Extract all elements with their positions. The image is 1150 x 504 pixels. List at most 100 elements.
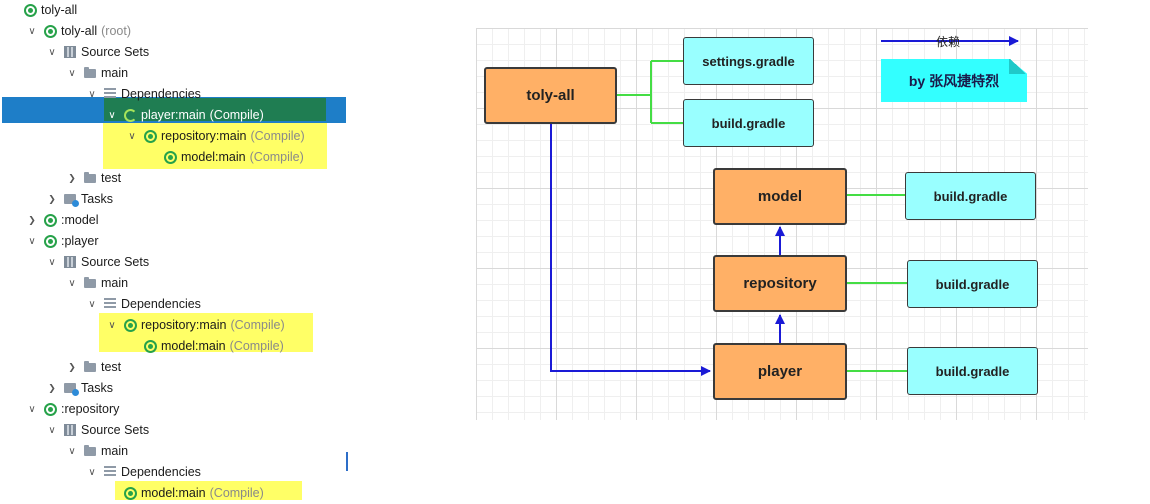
chevron-down-icon[interactable]: ∨ [28,404,36,415]
tree-node-text: main [101,273,128,294]
author-note: by 张风捷特烈 [881,59,1027,102]
tree-node[interactable]: ❯ :model [0,210,350,231]
chevron-down-icon[interactable]: ∨ [68,278,76,289]
gradle-project-tree: toly-all∨toly-all(root)∨Source Sets∨main… [0,0,350,500]
chevron-right-icon[interactable]: ❯ [48,383,56,393]
chevron-down-icon[interactable]: ∨ [108,320,116,331]
tree-node-text: toly-all [41,0,77,21]
tree-node-label: model:main [141,486,206,500]
chevron-down-icon[interactable]: ∨ [88,299,96,310]
tree-node-text: Dependencies [121,462,201,483]
tree-node[interactable]: ∨ main [0,273,350,294]
tree-node-label: Tasks [81,381,113,395]
tree-node[interactable]: ∨Source Sets [0,252,350,273]
node-settings-gradle-label: settings.gradle [702,53,795,69]
gradle-project-icon [44,235,57,248]
chevron-down-icon[interactable]: ∨ [68,446,76,457]
tree-node-label: Dependencies [121,297,201,311]
tree-node[interactable]: ∨ Dependencies [0,462,350,483]
tree-node-text: :model [61,210,99,231]
chevron-down-icon[interactable]: ∨ [88,89,96,100]
tree-node[interactable]: ∨ :repository [0,399,350,420]
link-toly-all-files [617,60,683,124]
tree-node-text: repository:main(Compile) [141,315,285,336]
folder-icon [84,277,96,288]
tree-node[interactable]: ∨ :player [0,231,350,252]
tree-node[interactable]: model:main(Compile) [0,483,350,504]
gradle-project-icon [124,487,137,500]
node-build-gradle-repository: build.gradle [907,260,1038,308]
chevron-down-icon[interactable]: ∨ [48,425,56,436]
tree-node[interactable]: ❯ Tasks [0,378,350,399]
gradle-project-icon [144,130,157,143]
tree-node-text: Source Sets [81,420,149,441]
author-note-text: by 张风捷特烈 [908,72,1000,89]
tree-node[interactable]: ∨toly-all(root) [0,21,350,42]
tree-node-label: test [101,171,122,185]
tree-node-label: repository:main [141,318,227,332]
tree-node[interactable]: toly-all [0,0,350,21]
tree-node[interactable]: model:main(Compile) [0,147,350,168]
tree-node-text: test [101,357,121,378]
note-corner-fold [1009,59,1027,74]
tree-node-text: Source Sets [81,42,149,63]
tree-node-label: toly-all [41,3,78,17]
tree-node-text: model:main(Compile) [141,483,264,504]
chevron-right-icon[interactable]: ❯ [68,173,76,183]
tree-node-label: model:main [161,339,226,353]
tree-node[interactable]: ∨ main [0,63,350,84]
tree-node[interactable]: ∨ Dependencies [0,294,350,315]
tree-node[interactable]: ❯ test [0,357,350,378]
tree-node[interactable]: ❯ test [0,168,350,189]
chevron-right-icon[interactable]: ❯ [28,215,36,225]
chevron-down-icon[interactable]: ∨ [48,47,56,58]
chevron-right-icon[interactable]: ❯ [48,194,56,204]
tree-node[interactable]: ∨ Source Sets [0,420,350,441]
chevron-down-icon[interactable]: ∨ [108,110,116,121]
tree-node-suffix: (Compile) [250,129,305,143]
gradle-project-icon [44,25,57,38]
tree-node-text: model:main(Compile) [181,147,304,168]
tree-node-label: toly-all [61,24,98,38]
chevron-down-icon[interactable]: ∨ [48,257,56,268]
tree-node[interactable]: ∨ Source Sets [0,42,350,63]
tree-node[interactable]: ∨Dependencies [0,84,350,105]
node-build-gradle-repository-label: build.gradle [935,276,1010,292]
source-set-icon [64,256,76,268]
tree-node[interactable]: ∨ player:main(Compile) [0,105,350,126]
tree-node-label: main [101,66,129,80]
node-player-label: player [757,363,803,380]
chevron-down-icon[interactable]: ∨ [128,131,136,142]
tree-node-text: Dependencies [121,294,201,315]
tree-node-label: main [101,444,129,458]
node-build-gradle-root-label: build.gradle [711,115,786,131]
node-repository-label: repository [743,275,817,292]
tree-node-label: :player [61,234,99,248]
tree-node[interactable]: model:main(Compile) [0,336,350,357]
gradle-project-icon [124,319,137,332]
node-build-gradle-player-label: build.gradle [935,363,1010,379]
gradle-project-icon [164,151,177,164]
chevron-down-icon[interactable]: ∨ [28,26,36,37]
tree-node-suffix: (Compile) [249,150,304,164]
tree-node[interactable]: ❯ Tasks [0,189,350,210]
tree-node-label: Dependencies [121,465,201,479]
tree-node-text: Tasks [81,189,113,210]
tree-node-text: player:main(Compile) [141,105,264,126]
chevron-down-icon[interactable]: ∨ [28,236,36,247]
tree-node[interactable]: ∨ main [0,441,350,462]
chevron-down-icon[interactable]: ∨ [88,467,96,478]
dependencies-icon [104,88,116,100]
tree-node-label: :model [61,213,99,227]
chevron-right-icon[interactable]: ❯ [68,362,76,372]
legend-label: 依赖 [936,35,961,49]
tree-node[interactable]: ∨repository:main(Compile) [0,126,350,147]
folder-icon [84,361,96,372]
tree-node[interactable]: ∨ repository:main(Compile) [0,315,350,336]
gradle-project-icon [44,214,57,227]
tree-node-label: :repository [61,402,120,416]
tree-node-label: player:main [141,108,206,122]
tree-node-label: Source Sets [81,423,150,437]
chevron-down-icon[interactable]: ∨ [68,68,76,79]
